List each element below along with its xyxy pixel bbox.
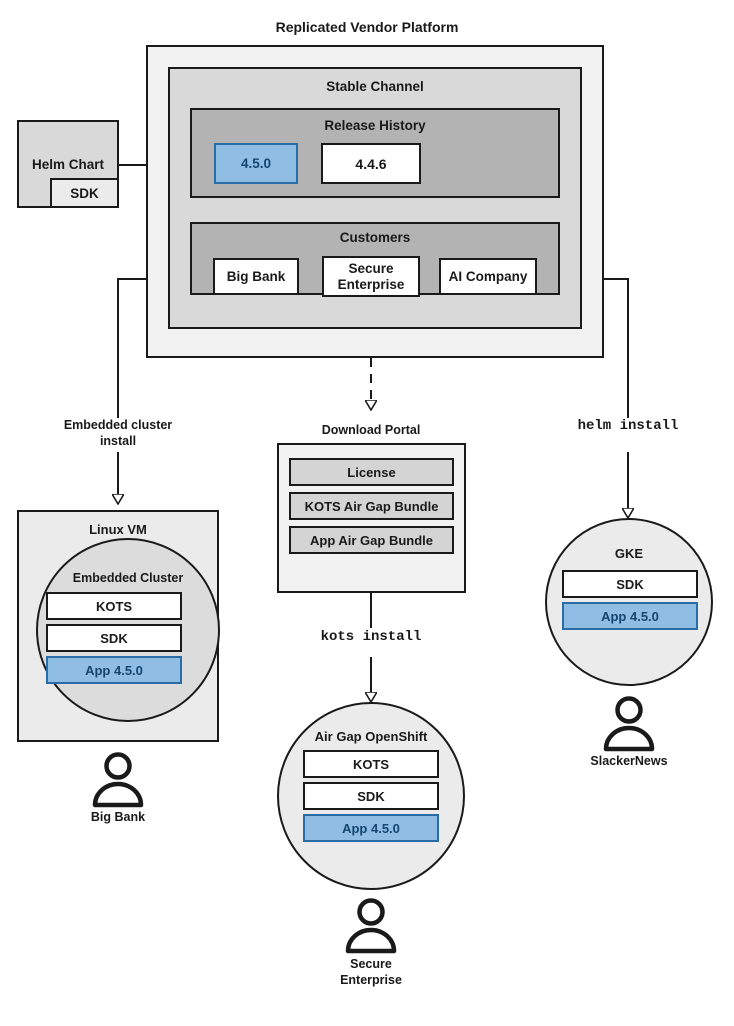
component-sdk[interactable]: SDK bbox=[303, 782, 439, 810]
portal-item-kots-air-gap-bundle[interactable]: KOTS Air Gap Bundle bbox=[289, 492, 454, 520]
component-kots[interactable]: KOTS bbox=[303, 750, 439, 778]
portal-item-app-air-gap-bundle[interactable]: App Air Gap Bundle bbox=[289, 526, 454, 554]
release-4-5-0[interactable]: 4.5.0 bbox=[214, 143, 298, 184]
person-icon bbox=[345, 898, 397, 954]
user-label-line2: Enterprise bbox=[340, 973, 402, 988]
user-secure-enterprise: Secure Enterprise bbox=[316, 898, 426, 987]
component-app[interactable]: App 4.5.0 bbox=[303, 814, 439, 842]
customer-secure-enterprise[interactable]: Secure Enterprise bbox=[322, 256, 420, 297]
stable-channel-title: Stable Channel bbox=[326, 79, 424, 94]
airgap-openshift-title: Air Gap OpenShift bbox=[314, 729, 428, 744]
linux-vm-components: KOTS SDK App 4.5.0 bbox=[46, 592, 182, 684]
customer-big-bank[interactable]: Big Bank bbox=[213, 258, 299, 295]
gke-title: GKE bbox=[614, 546, 644, 561]
user-big-bank-label: Big Bank bbox=[90, 810, 146, 824]
component-sdk[interactable]: SDK bbox=[562, 570, 698, 598]
component-kots[interactable]: KOTS bbox=[46, 592, 182, 620]
portal-item-license[interactable]: License bbox=[289, 458, 454, 486]
linux-vm-title: Linux VM bbox=[89, 522, 147, 537]
user-secure-enterprise-label: Secure Enterprise bbox=[316, 956, 426, 989]
embedded-label-line2: install bbox=[99, 433, 137, 448]
customer-secure-enterprise-line2: Enterprise bbox=[337, 276, 405, 292]
embedded-cluster-title: Embedded Cluster bbox=[72, 571, 184, 585]
edge-label-helm-install: helm install bbox=[577, 418, 679, 434]
release-history-title: Release History bbox=[324, 118, 426, 133]
user-slackernews: SlackerNews bbox=[574, 696, 684, 768]
user-label-line1: Secure bbox=[350, 957, 392, 971]
user-slackernews-label: SlackerNews bbox=[590, 754, 668, 768]
page-title: Replicated Vendor Platform bbox=[275, 19, 459, 35]
edge-label-download-portal: Download Portal bbox=[321, 423, 421, 437]
component-app[interactable]: App 4.5.0 bbox=[562, 602, 698, 630]
edge-label-kots-install: kots install bbox=[320, 629, 422, 645]
gke-components: SDK App 4.5.0 bbox=[562, 570, 698, 630]
download-portal-items: License KOTS Air Gap Bundle App Air Gap … bbox=[289, 458, 454, 554]
edge-label-embedded-cluster-install: Embedded cluster install bbox=[38, 418, 198, 449]
embedded-label-line1: Embedded cluster bbox=[63, 418, 173, 432]
airgap-openshift-components: KOTS SDK App 4.5.0 bbox=[303, 750, 439, 842]
person-icon bbox=[92, 752, 144, 808]
customer-secure-enterprise-line1: Secure bbox=[348, 260, 394, 276]
component-sdk[interactable]: SDK bbox=[46, 624, 182, 652]
component-app[interactable]: App 4.5.0 bbox=[46, 656, 182, 684]
helm-chart-sdk-box[interactable]: SDK bbox=[50, 178, 119, 208]
user-big-bank: Big Bank bbox=[63, 752, 173, 824]
customers-title: Customers bbox=[339, 230, 411, 245]
release-4-4-6[interactable]: 4.4.6 bbox=[321, 143, 421, 184]
customer-ai-company[interactable]: AI Company bbox=[439, 258, 537, 295]
person-icon bbox=[603, 696, 655, 752]
